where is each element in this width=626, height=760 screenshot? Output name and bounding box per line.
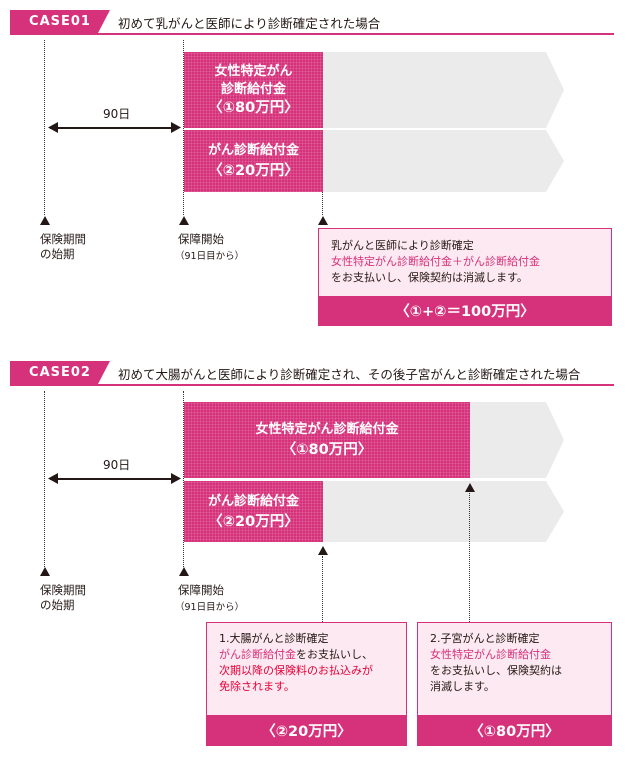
case2-callout2-line4: 消滅します。 [430, 680, 495, 693]
case1-days-label: 90日 [103, 107, 131, 121]
case2-coverage-arrow-1 [470, 402, 564, 478]
case2-days-label: 90日 [103, 458, 131, 472]
case2-title: 初めて大腸がんと医師により診断確定され、その後子宮がんと診断確定された場合 [118, 367, 581, 382]
case2-callout2-line3: をお支払いし、保険契約は [430, 664, 562, 677]
case1-block1-line1: 女性特定がん [214, 64, 293, 79]
case1-block2-line1: がん診断給付金 [207, 143, 299, 158]
case2-diagnosis1-dotted-line [322, 556, 323, 622]
case1-callout-line2: 女性特定がん診断給付金＋がん診断給付金 [331, 255, 540, 268]
case2-diagnosis2-triangle-icon [465, 483, 475, 492]
case1-callout-line1: 乳がんと医師により診断確定 [331, 239, 474, 252]
case1-callout-footer: 〈①+②＝100万円〉 [319, 296, 611, 325]
case2-start-label-line1: 保険期間 [40, 583, 86, 597]
case1-days-left-arrowhead-icon [48, 122, 58, 133]
case1-days-right-arrowhead-icon [171, 122, 181, 133]
case1-callout: 乳がんと医師により診断確定 女性特定がん診断給付金＋がん診断給付金 をお支払いし… [318, 228, 612, 326]
case1-start-label: 保険期間 の始期 [40, 232, 86, 262]
case2-callout1-line2a: がん診断給付金 [219, 648, 296, 661]
case2-callout2: 2.子宮がんと診断確定 女性特定がん診断給付金 をお支払いし、保険契約は 消滅し… [417, 622, 612, 746]
case2-coverage-triangle-icon [179, 567, 189, 576]
case1-callout-line3: をお支払いし、保険契約は消滅します。 [331, 271, 528, 284]
case1-start-dotted-line [44, 40, 45, 215]
case2-callout1-line3: 次期以降の保険料のお払込みが [219, 664, 373, 677]
case2-callout2-line1: 2.子宮がんと診断確定 [430, 632, 540, 645]
case2-diagnosis2-dotted-line [469, 493, 470, 622]
case1-diagnosis-dotted-line [322, 192, 323, 215]
case2-start-label: 保険期間 の始期 [40, 583, 86, 613]
case2-start-dotted-line [44, 391, 45, 567]
case2-days-right-arrowhead-icon [171, 473, 181, 484]
case2-coverage-label: 保障開始 [178, 583, 224, 597]
case1-title: 初めて乳がんと医師により診断確定された場合 [118, 16, 381, 31]
case1-female-cancer-benefit-block: 女性特定がん 診断給付金 〈①80万円〉 [184, 52, 323, 128]
case2-coverage-arrow-2 [323, 481, 564, 542]
case1-coverage-triangle-icon [179, 216, 189, 225]
case2-block1-amount: 〈①80万円〉 [281, 442, 373, 458]
case2-callout1: 1.大腸がんと診断確定 がん診断給付金をお支払いし、 次期以降の保険料のお払込み… [206, 622, 407, 746]
case1-rule [10, 33, 614, 35]
case2-callout1-line1: 1.大腸がんと診断確定 [219, 632, 329, 645]
case1-diagnosis-triangle-icon [318, 216, 328, 225]
case1-cancer-benefit-block: がん診断給付金 〈②20万円〉 [184, 130, 323, 192]
case1-block1-amount: 〈①80万円〉 [208, 100, 299, 116]
case2-callout2-line2: 女性特定がん診断給付金 [430, 648, 551, 661]
case2-block2-amount: 〈②20万円〉 [208, 513, 299, 530]
case2-block1-line1: 女性特定がん診断給付金 [255, 422, 399, 437]
case1-days-line [50, 127, 178, 129]
case1-coverage-arrow-1 [323, 52, 564, 128]
case1-coverage-label: 保障開始 [178, 232, 224, 246]
case2-female-cancer-benefit-block: 女性特定がん診断給付金 〈①80万円〉 [184, 402, 470, 478]
case2-callout1-line4: 免除されます。 [219, 680, 295, 693]
case2-tag: CASE02 [10, 361, 110, 384]
case2-days-left-arrowhead-icon [48, 473, 58, 484]
case2-callout1-line2b: をお支払いし、 [296, 648, 373, 661]
case2-diagnosis1-triangle-icon [318, 546, 328, 555]
case2-start-triangle-icon [40, 567, 50, 576]
case2-block2-line1: がん診断給付金 [207, 493, 299, 509]
case1-coverage-arrow-2 [323, 130, 564, 192]
case2-callout1-footer: 〈②20万円〉 [207, 715, 406, 745]
case2-days-line [50, 478, 178, 480]
case1-block2-amount: 〈②20万円〉 [208, 163, 299, 179]
case2-rule [10, 384, 614, 386]
case1-start-label-line2: の始期 [40, 247, 75, 261]
case2-coverage-sublabel: （91日目から） [175, 602, 245, 613]
case2-cancer-benefit-block: がん診断給付金 〈②20万円〉 [184, 481, 323, 542]
case1-coverage-sublabel: （91日目から） [175, 251, 245, 262]
case1-start-triangle-icon [40, 216, 50, 225]
case1-start-label-line1: 保険期間 [40, 232, 86, 246]
case1-block1-line2: 診断給付金 [220, 82, 286, 97]
case1-coverage-dotted-line [183, 40, 184, 215]
case2-coverage-dotted-line [183, 391, 184, 567]
case1-tag: CASE01 [10, 10, 110, 33]
case2-callout2-footer: 〈①80万円〉 [418, 715, 611, 745]
case2-start-label-line2: の始期 [40, 598, 75, 612]
